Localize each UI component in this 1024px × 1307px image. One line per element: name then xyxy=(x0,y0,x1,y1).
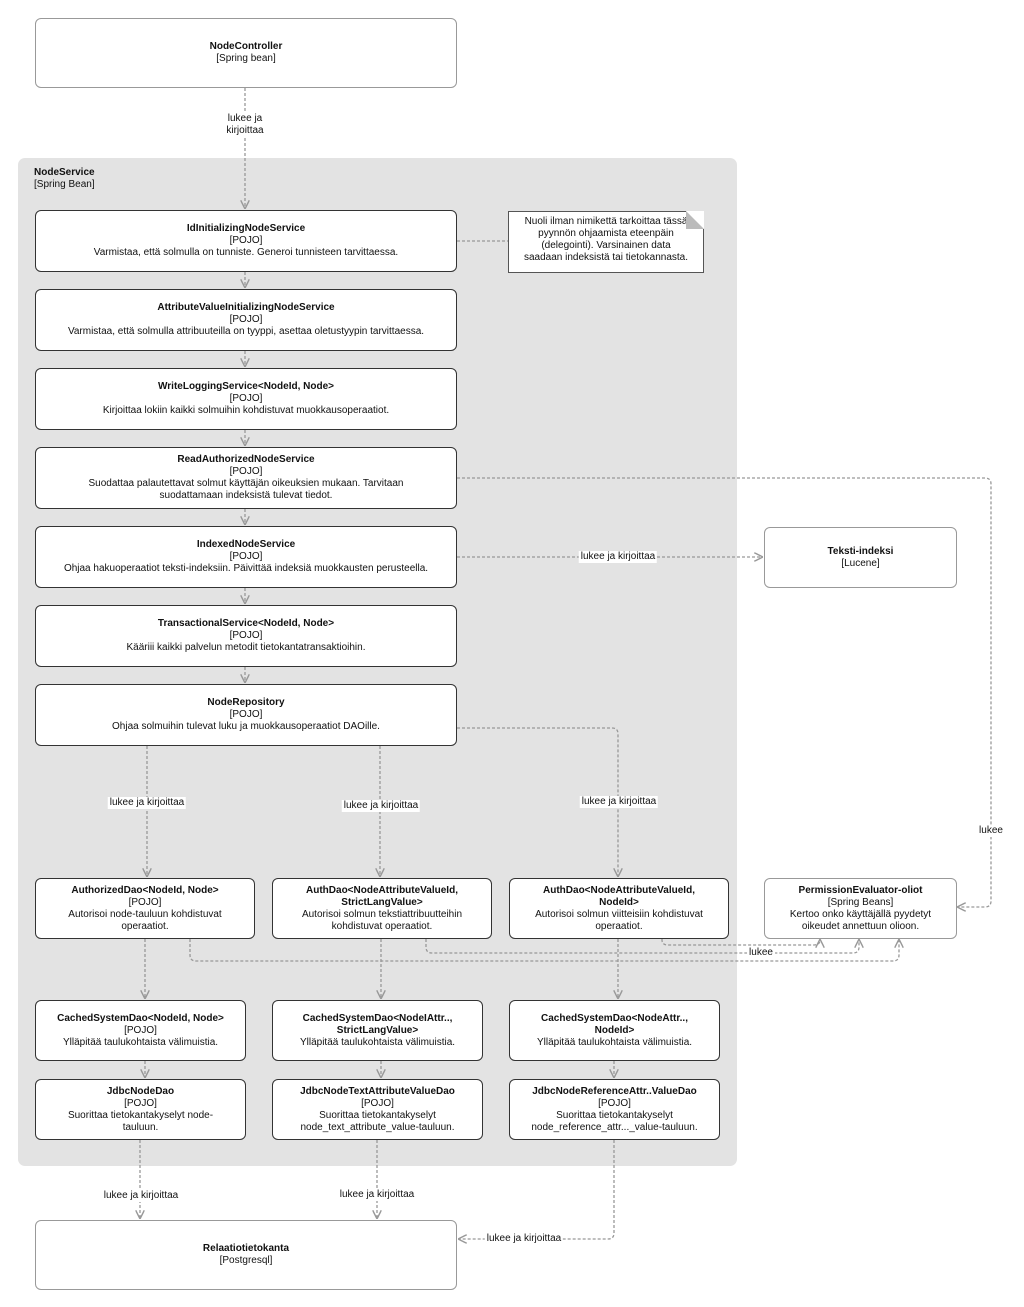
box-title: AuthDao<NodeAttributeValueId, NodeId> xyxy=(543,884,695,908)
box-desc: Suorittaa tietokantakyselyt node_text_at… xyxy=(300,1109,455,1133)
box-desc: Autorisoi solmun viitteisiin kohdistuvat… xyxy=(535,908,703,932)
arrow-jdbcref-to-db xyxy=(459,1140,615,1239)
jdbc-text-box: JdbcNodeTextAttributeValueDao [POJO] Suo… xyxy=(272,1079,483,1140)
box-tech: [POJO] xyxy=(229,235,263,246)
box-tech: [POJO] xyxy=(229,630,263,641)
label-jdbctext-to-db: lukee ja kirjoittaa xyxy=(337,1189,417,1201)
arrow-repo-to-authref xyxy=(457,727,618,876)
idinitializing-box: IdInitializingNodeService [POJO] Varmist… xyxy=(35,210,457,272)
box-title: WriteLoggingService<NodeId, Node> xyxy=(158,381,334,392)
label-readauth-to-permission: lukee xyxy=(977,825,1005,837)
box-desc: Suorittaa tietokantakyselyt node_referen… xyxy=(531,1109,698,1133)
box-desc: Suodattaa palautettavat solmut käyttäjän… xyxy=(88,478,404,501)
transactional-box: TransactionalService<NodeId, Node> [POJO… xyxy=(35,605,457,667)
box-title: CachedSystemDao<NodeIAttr.., StrictLangV… xyxy=(302,1012,453,1036)
box-desc: Ylläpitää taulukohtaista välimuistia. xyxy=(62,1036,219,1048)
box-title: JdbcNodeDao xyxy=(106,1085,175,1097)
authdao-ref-box: AuthDao<NodeAttributeValueId, NodeId> Au… xyxy=(509,878,729,939)
jdbc-ref-box: JdbcNodeReferenceAttr..ValueDao [POJO] S… xyxy=(509,1079,720,1140)
box-title: Relaatiotietokanta xyxy=(202,1243,290,1254)
label-repo-to-authtext: lukee ja kirjoittaa xyxy=(341,800,421,812)
box-tech: [POJO] xyxy=(124,1024,157,1036)
box-title: AuthorizedDao<NodeId, Node> xyxy=(71,884,219,896)
box-title: Teksti-indeksi xyxy=(827,545,894,557)
box-title: PermissionEvaluator-oliot xyxy=(798,884,923,896)
box-title: ReadAuthorizedNodeService xyxy=(177,454,315,465)
box-desc: Ylläpitää taulukohtaista välimuistia. xyxy=(536,1036,693,1048)
authorizeddao-box: AuthorizedDao<NodeId, Node> [POJO] Autor… xyxy=(35,878,255,939)
box-title: CachedSystemDao<NodeAttr.., NodeId> xyxy=(541,1012,688,1036)
box-tech: [POJO] xyxy=(124,1097,157,1109)
box-tech: [POJO] xyxy=(229,709,263,720)
box-title: AttributeValueInitializingNodeService xyxy=(157,302,335,313)
box-tech: [POJO] xyxy=(598,1097,631,1109)
box-desc: Autorisoi node-tauluun kohdistuvat opera… xyxy=(68,908,222,932)
arrow-authtext-to-permission xyxy=(425,939,859,954)
permissionevaluator-box: PermissionEvaluator-oliot [Spring Beans]… xyxy=(764,878,957,939)
box-title: JdbcNodeReferenceAttr..ValueDao xyxy=(532,1085,697,1097)
label-jdbcnode-to-db: lukee ja kirjoittaa xyxy=(101,1190,181,1202)
box-title: IdInitializingNodeService xyxy=(186,223,306,234)
box-tech: [Postgresql] xyxy=(219,1255,273,1266)
box-tech: [POJO] xyxy=(361,1097,394,1109)
jdbc-node-box: JdbcNodeDao [POJO] Suorittaa tietokantak… xyxy=(35,1079,246,1140)
box-desc: Varmistaa, että solmulla on tunniste. Ge… xyxy=(93,247,399,258)
label-daos-to-permission: lukee xyxy=(747,947,775,959)
box-title: IndexedNodeService xyxy=(196,539,296,550)
noderepository-box: NodeRepository [POJO] Ohjaa solmuihin tu… xyxy=(35,684,457,746)
indexed-box: IndexedNodeService [POJO] Ohjaa hakuoper… xyxy=(35,526,457,588)
arrow-readauth-to-permission xyxy=(457,477,992,907)
readauthorized-box: ReadAuthorizedNodeService [POJO] Suodatt… xyxy=(35,447,457,509)
box-title: JdbcNodeTextAttributeValueDao xyxy=(300,1085,455,1097)
box-title: AuthDao<NodeAttributeValueId, StrictLang… xyxy=(306,884,458,908)
box-tech: [POJO] xyxy=(229,466,263,477)
box-title: CachedSystemDao<NodeId, Node> xyxy=(57,1012,224,1024)
box-tech: [POJO] xyxy=(229,551,263,562)
label-jdbcref-to-db: lukee ja kirjoittaa xyxy=(484,1233,564,1245)
authdao-text-box: AuthDao<NodeAttributeValueId, StrictLang… xyxy=(272,878,492,939)
cached-node-box: CachedSystemDao<NodeId, Node> [POJO] Yll… xyxy=(35,1000,246,1061)
box-tech: [Spring Beans] xyxy=(827,896,894,908)
box-desc: Kääriii kaikki palvelun metodit tietokan… xyxy=(126,642,366,653)
nodecontroller-box: NodeController [Spring bean] xyxy=(35,18,457,88)
writelogging-box: WriteLoggingService<NodeId, Node> [POJO]… xyxy=(35,368,457,430)
box-title: NodeController xyxy=(209,41,283,52)
group-tech: [Spring Bean] xyxy=(34,179,95,190)
box-tech: [POJO] xyxy=(229,314,263,325)
label-controller-to-service: lukee ja kirjoittaa xyxy=(224,113,266,137)
box-desc: Ohjaa solmuihin tulevat luku ja muokkaus… xyxy=(112,721,380,732)
box-title: NodeRepository xyxy=(207,697,285,708)
box-tech: [Lucene] xyxy=(841,557,880,569)
cached-ref-box: CachedSystemDao<NodeAttr.., NodeId> Yllä… xyxy=(509,1000,720,1061)
arrow-authref-to-permission xyxy=(661,939,820,945)
cached-text-box: CachedSystemDao<NodeIAttr.., StrictLangV… xyxy=(272,1000,483,1061)
teksti-indeksi-box: Teksti-indeksi [Lucene] xyxy=(764,527,957,588)
box-tech: [POJO] xyxy=(229,393,263,404)
box-tech: [Spring bean] xyxy=(216,53,276,64)
label-repo-to-authref: lukee ja kirjoittaa xyxy=(579,796,659,808)
relaatiotietokanta-box: Relaatiotietokanta [Postgresql] xyxy=(35,1220,457,1290)
arrow-authorized-to-permission xyxy=(189,939,899,962)
box-desc: Varmistaa, että solmulla attribuuteilla … xyxy=(67,326,425,337)
box-tech: [POJO] xyxy=(128,896,162,908)
delegation-note: Nuoli ilman nimikettä tarkoittaa tässä p… xyxy=(508,211,704,273)
box-desc: Kirjoittaa lokiin kaikki solmuihin kohdi… xyxy=(102,405,390,416)
box-desc: Autorisoi solmun tekstiattribuutteihin k… xyxy=(301,908,463,932)
attrvalueinit-box: AttributeValueInitializingNodeService [P… xyxy=(35,289,457,351)
box-desc: Kertoo onko käyttäjällä pyydetyt oikeude… xyxy=(789,908,932,932)
box-desc: Ylläpitää taulukohtaista välimuistia. xyxy=(299,1036,456,1048)
box-title: TransactionalService<NodeId, Node> xyxy=(157,618,335,629)
label-indexed-to-lucene: lukee ja kirjoittaa xyxy=(578,551,658,563)
box-desc: Ohjaa hakuoperaatiot teksti-indeksiin. P… xyxy=(63,563,429,574)
group-name: NodeService xyxy=(34,167,95,178)
nodeservice-group-title: NodeService [Spring Bean] xyxy=(34,167,95,191)
label-repo-to-authorized: lukee ja kirjoittaa xyxy=(107,797,187,809)
box-desc: Suorittaa tietokantakyselyt node- tauluu… xyxy=(67,1109,214,1133)
